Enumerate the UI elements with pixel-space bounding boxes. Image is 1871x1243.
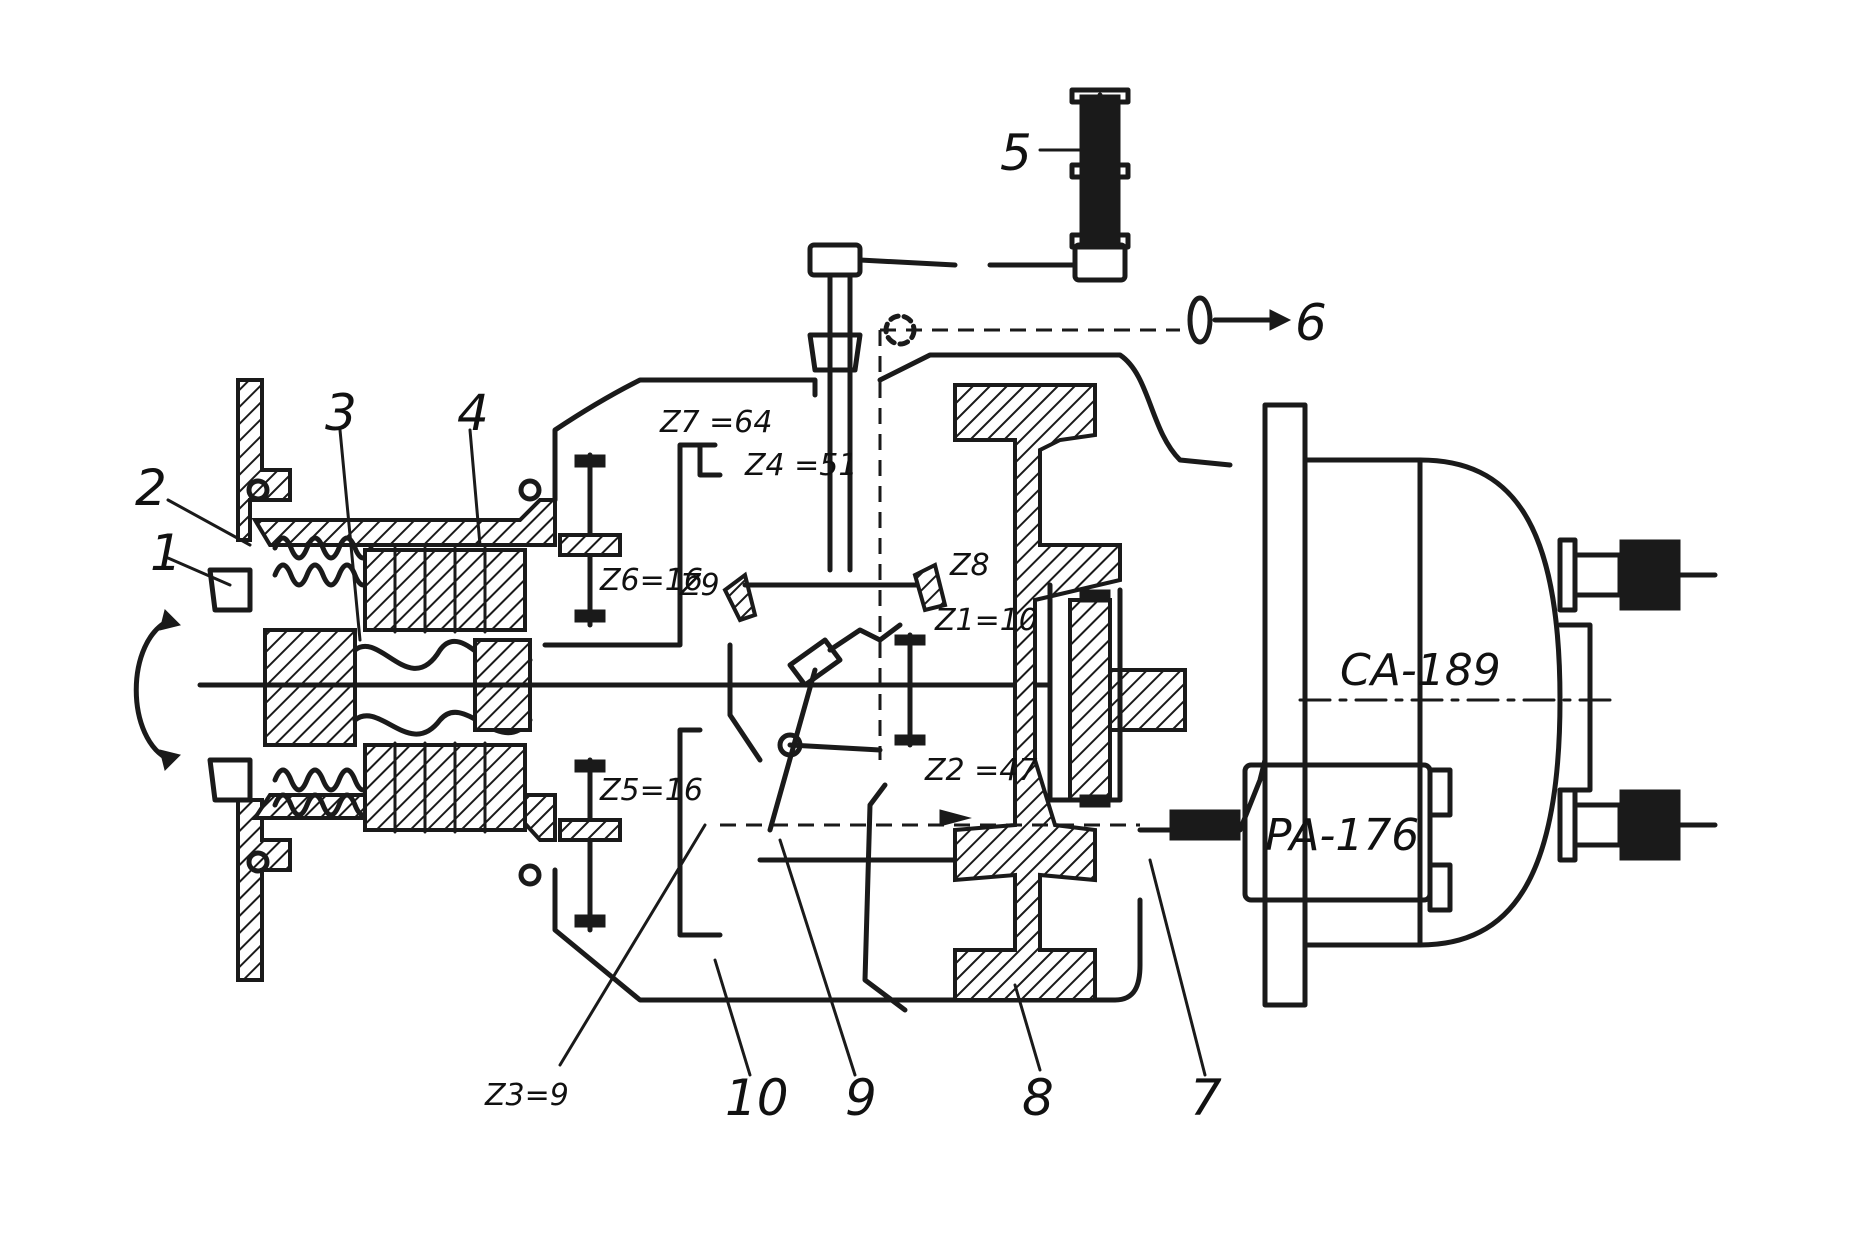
terminal-bolt-lower [1572,789,1718,861]
intermediate-gear-z6 [558,452,622,628]
label-gear-z2: Z2 =47 [924,753,1038,788]
label-part-3: 3 [325,384,357,442]
label-gear-z9: Z9 [679,568,720,603]
input-shaft [133,567,1053,803]
label-gear-z3: Z3=9 [484,1078,569,1113]
leader-lines [166,148,1207,1077]
label-part-8: 8 [1022,1069,1054,1127]
intermediate-gear-z5 [558,757,622,933]
relay-unit [720,757,1453,913]
label-part-10: 10 [725,1069,789,1127]
label-gear-z8: Z8 [949,548,990,583]
label-part-1: 1 [150,524,182,582]
label-part-6: 6 [1295,294,1327,352]
label-starter-model: CA-189 [1340,645,1501,696]
pinion-z1-z2 [757,632,963,863]
starter-motor [1262,402,1612,1008]
carrier-z7-z4 [542,442,763,938]
shift-lever [767,622,908,1013]
bevel-gear-z9 [722,571,758,623]
terminal-bolt-upper [1572,539,1718,611]
label-gear-z7: Z7 =64 [659,405,773,440]
gear-7 [1047,582,1187,808]
linkage-to-6 [878,295,1292,760]
gearbox-housing [552,352,1233,1003]
label-gear-z6: Z6=16 [599,563,703,598]
label-relay-model: PA-176 [1265,810,1419,861]
label-part-2: 2 [135,459,167,517]
label-part-4: 4 [457,384,489,442]
handle-grip [1069,87,1131,250]
clutch-spring [272,535,374,818]
label-gear-z5: Z5=16 [599,773,703,808]
label-part-7: 7 [1190,1069,1222,1127]
friction-disc-pack [363,546,527,834]
label-part-5: 5 [1000,124,1032,182]
large-gear-8 [953,383,1122,1002]
label-gear-z1: Z1=10 [934,603,1038,638]
label-part-9: 9 [845,1069,877,1127]
label-gear-z4: Z4 =51 [744,448,858,483]
bevel-gear-z8 [742,562,948,613]
